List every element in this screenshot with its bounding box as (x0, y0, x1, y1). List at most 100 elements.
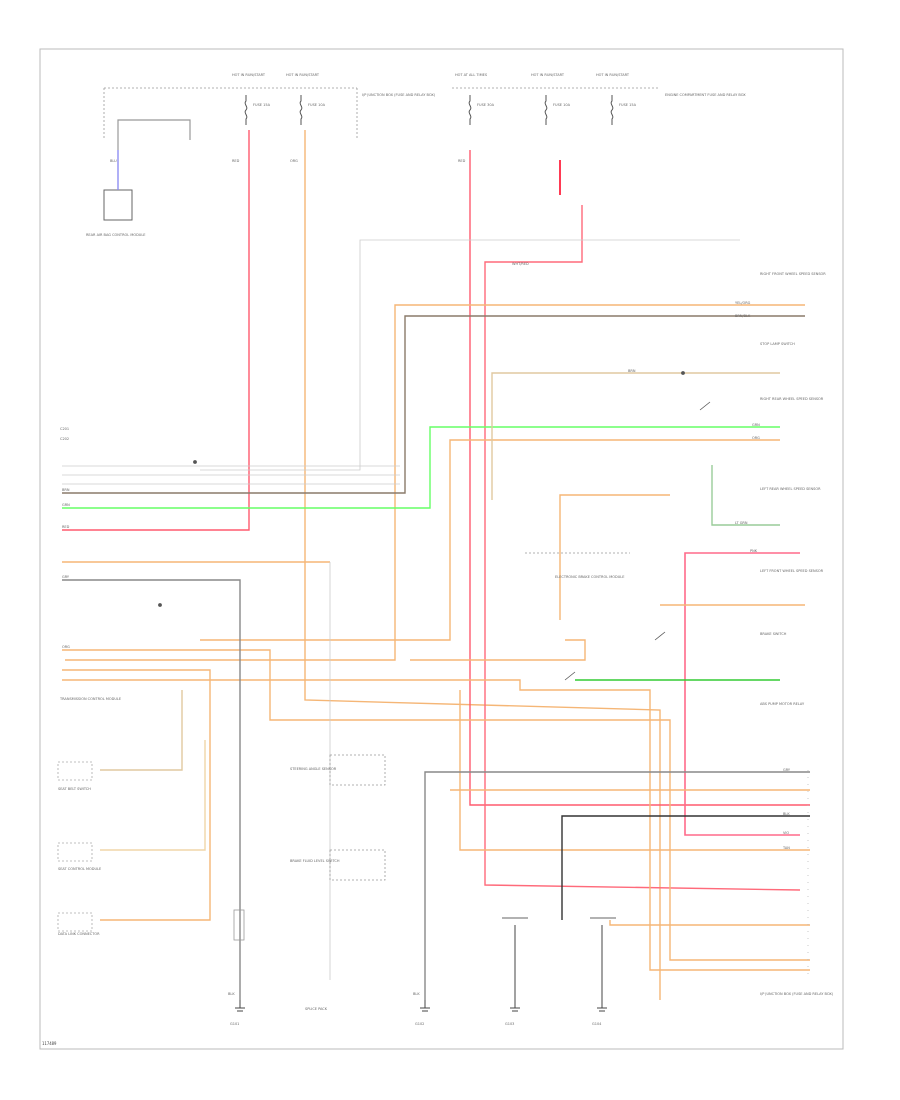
svg-text:FUSE 30A: FUSE 30A (477, 103, 495, 107)
svg-text:GRY: GRY (783, 768, 791, 772)
brake-fluid-label: BRAKE FLUID LEVEL SWITCH (290, 859, 340, 863)
data-link-label: DATA LINK CONNECTOR (58, 932, 100, 936)
ground-g103-label: G103 (505, 1022, 514, 1026)
top-left-wires (117, 119, 191, 190)
left-pins: C201 C202 TRANSMISSION CONTROL MODULE SE… (58, 427, 121, 936)
left-front-label: LEFT FRONT WHEEL SPEED SENSOR (760, 569, 824, 573)
svg-text:FUSE 15A: FUSE 15A (619, 103, 637, 107)
gray-wires (62, 239, 740, 980)
fuses (244, 95, 614, 125)
wire-org-2 (65, 304, 805, 661)
connector-label-2: HOT IN RUN/START (286, 73, 320, 77)
ground-g102-label: G102 (415, 1022, 424, 1026)
wire-org-3 (200, 439, 780, 641)
svg-text:BLK: BLK (413, 992, 420, 996)
right-rear-label: RIGHT REAR WHEEL SPEED SENSOR (760, 397, 824, 401)
wire-pnk-1 (684, 552, 800, 836)
wire-tags: BLU RED ORG RED WHT/RED YEL/ORG BRN/BLK … (62, 159, 791, 996)
splice-label: SPLICE PACK (305, 1007, 328, 1011)
wire-brn-1 (62, 315, 805, 494)
right-front-label: RIGHT FRONT WHEEL SPEED SENSOR (760, 272, 826, 276)
transmission-label: TRANSMISSION CONTROL MODULE (59, 697, 121, 701)
wire-tan-1 (491, 372, 780, 500)
relay-symbols (158, 371, 711, 681)
svg-text:WHT/RED: WHT/RED (512, 262, 529, 266)
wire-org-1 (304, 130, 661, 1000)
svg-text:BRN/BLK: BRN/BLK (735, 314, 751, 318)
svg-text:RED: RED (232, 159, 240, 163)
wire-org-7 (62, 669, 211, 921)
interior-fuse-label: I/P JUNCTION BOX (FUSE AND RELAY BOX) (362, 93, 436, 97)
wire-grn-1 (62, 426, 780, 509)
svg-text:BLK: BLK (783, 812, 790, 816)
wire-red-4 (484, 205, 801, 891)
wire-grn-3 (711, 465, 780, 526)
wire-org-12 (609, 920, 810, 926)
ground-g104-label: G104 (592, 1022, 602, 1026)
wire-red-1 (62, 130, 250, 531)
ground-g104 (597, 925, 607, 1012)
svg-text:LT GRN: LT GRN (735, 521, 748, 525)
wire-gry-2 (424, 771, 810, 1000)
brake-switch-label: BRAKE SWITCH (760, 632, 787, 636)
top-connectors: HOT IN RUN/START HOT IN RUN/START HOT AT… (232, 73, 630, 77)
svg-text:BLU: BLU (110, 159, 117, 163)
wire-red-2 (469, 150, 810, 806)
ebcm-label: ELECTRONIC BRAKE CONTROL MODULE (555, 575, 624, 579)
svg-text:PNK: PNK (750, 549, 758, 553)
svg-text:RED: RED (62, 525, 70, 529)
seat-belt-label: SEAT BELT SWITCH (58, 787, 91, 791)
ground-labels: G101 G102 G103 G104 (230, 1022, 602, 1026)
svg-text:BLK: BLK (228, 992, 235, 996)
svg-text:FUSE 10A: FUSE 10A (308, 103, 326, 107)
svg-text:FUSE 15A: FUSE 15A (253, 103, 271, 107)
wire-org-11 (410, 639, 586, 661)
svg-text:GRN: GRN (62, 503, 70, 507)
svg-text:ORG: ORG (752, 436, 760, 440)
ground-g103 (510, 925, 520, 1012)
pump-motor-label: ABS PUMP MOTOR RELAY (760, 702, 805, 706)
svg-text:GRN: GRN (752, 423, 760, 427)
svg-text:BRN: BRN (62, 488, 70, 492)
wire-tan-3 (100, 740, 206, 851)
grounds (235, 925, 607, 1012)
connector-label-4: HOT IN RUN/START (531, 73, 565, 77)
svg-text:C201: C201 (60, 427, 69, 431)
interior-label-right: I/P JUNCTION BOX (FUSE AND RELAY BOX) (760, 992, 834, 996)
stop-lamp-label: STOP LAMP SWITCH (760, 342, 795, 346)
wire-tan-2 (100, 690, 183, 771)
ground-g101-label: G101 (230, 1022, 239, 1026)
connector-label-5: HOT IN RUN/START (596, 73, 630, 77)
wire-org-8 (62, 679, 810, 971)
wire-blk-1 (561, 815, 810, 920)
svg-text:YEL/ORG: YEL/ORG (735, 301, 751, 305)
svg-text:FUSE 10A: FUSE 10A (553, 103, 571, 107)
svg-text:TAN: TAN (782, 846, 790, 850)
stability-module-label: REAR AIR BAG CONTROL MODULE (86, 233, 146, 237)
connector-label-1: HOT IN RUN/START (232, 73, 266, 77)
svg-text:BRN: BRN (628, 369, 636, 373)
wire-gry-1 (62, 579, 241, 1000)
connector-label-3: HOT AT ALL TIMES (455, 73, 488, 77)
left-rear-label: LEFT REAR WHEEL SPEED SENSOR (760, 487, 821, 491)
svg-text:ORG: ORG (62, 645, 70, 649)
wire-org-6 (62, 649, 810, 961)
uhj-fuse-label: ENGINE COMPARTMENT FUSE AND RELAY BOX (665, 93, 746, 97)
stability-module-box (103, 189, 133, 221)
svg-text:GRY: GRY (62, 575, 70, 579)
ground-g102 (420, 1000, 430, 1012)
wire-org-4 (559, 494, 670, 620)
svg-text:RED: RED (458, 159, 466, 163)
right-labels: RIGHT FRONT WHEEL SPEED SENSOR STOP LAMP… (760, 272, 834, 996)
page-frame (39, 48, 844, 1050)
wire-org-9 (459, 690, 810, 851)
svg-text:C202: C202 (60, 437, 69, 441)
steering-label: STEERING ANGLE SENSOR (290, 767, 337, 771)
fuse-text: FUSE 15A FUSE 10A FUSE 30A FUSE 10A FUSE… (253, 93, 746, 107)
page-code: 117489 (42, 1041, 57, 1046)
ground-g101 (235, 1000, 245, 1012)
left-boxes (57, 761, 93, 932)
fuse-box-top (103, 87, 660, 140)
